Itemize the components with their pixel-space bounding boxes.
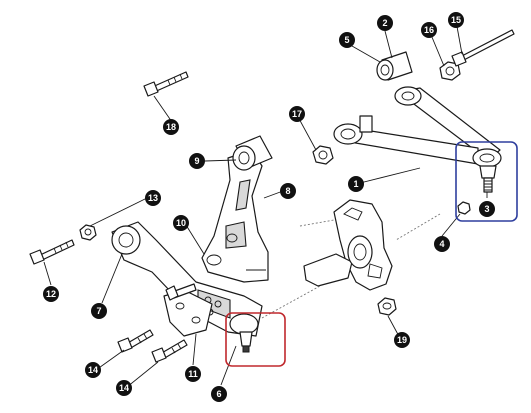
callout-9-label: 9: [194, 156, 199, 166]
callout-16-label: 16: [424, 25, 434, 35]
upper-control-arm: [333, 86, 502, 168]
leader-lines: [43, 20, 488, 388]
callout-11: 11: [185, 366, 201, 382]
callout-8: 8: [280, 183, 296, 199]
callout-19: 19: [394, 332, 410, 348]
callout-3: 3: [479, 201, 495, 217]
callout-14a: 14: [85, 362, 101, 378]
callout-6: 6: [211, 386, 227, 402]
callout-16: 16: [421, 22, 437, 38]
bolt-part-15: [451, 29, 515, 67]
callout-4-label: 4: [439, 239, 444, 249]
callout-1-label: 1: [353, 179, 358, 189]
lower-ball-joint: [229, 313, 259, 353]
callout-2-label: 2: [382, 18, 387, 28]
callout-5: 5: [339, 32, 355, 48]
steering-knuckle: [303, 199, 393, 291]
callout-15-label: 15: [451, 15, 461, 25]
callout-17-label: 17: [292, 109, 302, 119]
bolt-part-14-upper: [117, 329, 154, 353]
lower-control-arm: [111, 221, 263, 337]
nut-part-19: [377, 297, 397, 316]
callout-11-label: 11: [188, 369, 198, 379]
bolt-part-12: [29, 239, 75, 265]
callout-3-label: 3: [484, 204, 489, 214]
callout-14a-label: 14: [88, 365, 98, 375]
lower-ball-joint-highlight: [225, 312, 286, 367]
callout-17: 17: [289, 106, 305, 122]
bolt-part-10: [165, 283, 197, 301]
callout-18: 18: [163, 119, 179, 135]
callout-7: 7: [91, 303, 107, 319]
upper-ball-joint: [479, 165, 497, 193]
callout-10-label: 10: [176, 218, 186, 228]
callout-9: 9: [189, 153, 205, 169]
callout-1: 1: [348, 176, 364, 192]
bolt-part-18: [143, 71, 189, 97]
bolt-part-14-lower: [151, 339, 188, 363]
alignment-line-upper: [395, 213, 441, 241]
callout-12-label: 12: [46, 289, 56, 299]
callout-19-label: 19: [397, 335, 407, 345]
callout-4: 4: [434, 236, 450, 252]
callout-13: 13: [145, 190, 161, 206]
bushing-part-9: [232, 135, 273, 171]
callout-7-label: 7: [96, 306, 101, 316]
callout-12: 12: [43, 286, 59, 302]
nut-part-4: [457, 201, 471, 215]
bushing-part-2: [376, 51, 413, 81]
alignment-line-mid: [299, 219, 335, 227]
callout-2: 2: [377, 15, 393, 31]
nut-part-17: [312, 145, 334, 165]
callout-14b: 14: [116, 380, 132, 396]
upper-ball-joint-highlight: [455, 141, 518, 222]
callout-18-label: 18: [166, 122, 176, 132]
callout-5-label: 5: [344, 35, 349, 45]
alignment-line-lower: [261, 285, 321, 319]
callout-13-label: 13: [148, 193, 158, 203]
callout-15: 15: [448, 12, 464, 28]
callout-14b-label: 14: [119, 383, 129, 393]
callout-8-label: 8: [285, 186, 290, 196]
callout-10: 10: [173, 215, 189, 231]
callout-6-label: 6: [216, 389, 221, 399]
nut-part-16: [439, 61, 461, 81]
nut-part-13: [79, 224, 97, 241]
subframe-bracket: [201, 149, 269, 283]
